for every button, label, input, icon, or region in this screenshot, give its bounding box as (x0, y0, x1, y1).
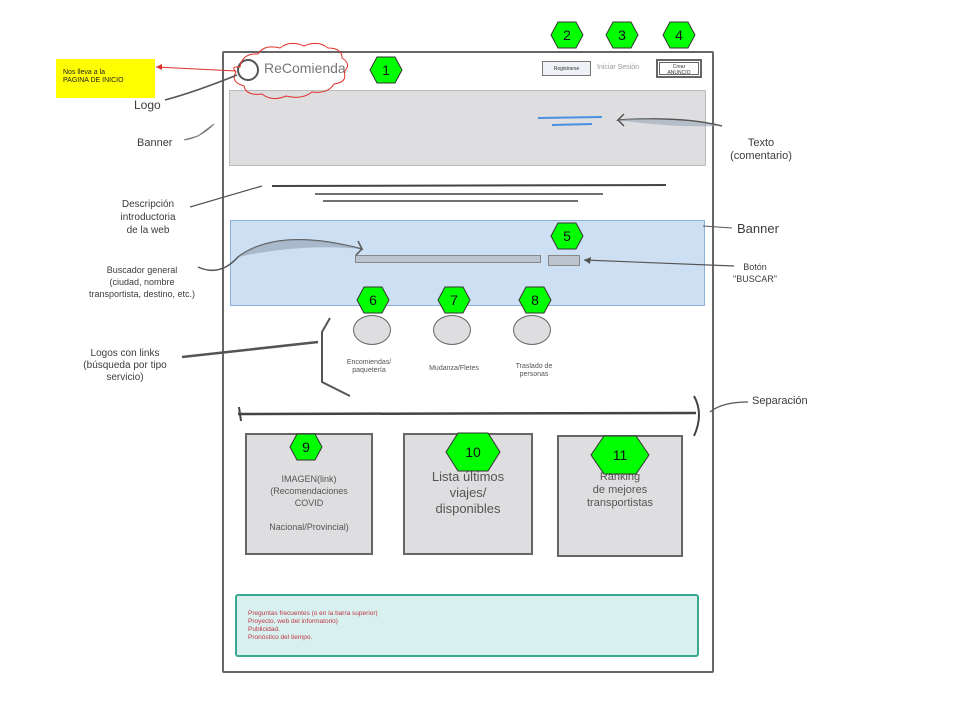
badge-number: 5 (563, 228, 571, 244)
annotation-line: de la web (126, 225, 170, 236)
annotation-line: Botón (743, 262, 767, 272)
card-line: viajes/ (449, 485, 487, 500)
badge-5: 5 (550, 222, 584, 250)
footer: Preguntas frecuentes (o en la barra supe… (235, 594, 699, 657)
recent-trips-card[interactable]: Lista últimos viajes/ disponibles (403, 433, 533, 555)
create-ad-button[interactable]: Crear ANUNCIO (656, 59, 702, 78)
note-line: PAGINA DE INICIO (63, 77, 124, 84)
annotation-line: transportista, destino, etc.) (88, 289, 196, 299)
annotation-search-button: Botón "BUSCAR" (720, 261, 790, 285)
search-button[interactable] (548, 255, 580, 266)
service-parcels-label-line: paquetería (352, 367, 386, 374)
login-link[interactable]: Iniciar Sesión (597, 64, 640, 71)
annotation-description: Descripción introductoria de la web (106, 198, 190, 237)
annotation-line: (búsqueda por tipo (83, 360, 167, 371)
badge-number: 2 (563, 27, 571, 43)
register-label: Registrarse (553, 66, 580, 72)
badge-8: 8 (518, 286, 552, 314)
badge-number: 9 (302, 439, 310, 455)
card-line: Lista últimos (431, 469, 505, 484)
arrow-head (156, 64, 162, 70)
home-link-note: Nos lleva a la PAGINA DE INICIO (56, 59, 155, 98)
service-people-logo[interactable] (513, 315, 551, 345)
card-line: disponibles (435, 501, 501, 516)
search-input[interactable] (355, 255, 541, 263)
service-people-label-line: personas (519, 371, 549, 378)
card-line: IMAGEN(link) (281, 474, 337, 484)
annotation-separation: Separación (752, 395, 808, 407)
annotation-line: Descripción (121, 199, 175, 210)
card-line: (Recomendaciones (270, 486, 348, 496)
badge-number: 11 (612, 447, 628, 463)
badge-number: 4 (675, 27, 683, 43)
register-button[interactable]: Registrarse (542, 61, 591, 76)
badge-number: 8 (531, 292, 539, 308)
banner-pointer (183, 123, 215, 141)
badge-3: 3 (605, 21, 639, 49)
card-line: COVID (294, 498, 324, 508)
badge-10: 10 (445, 432, 501, 472)
annotation-line: (comentario) (730, 150, 792, 162)
logo-circle[interactable] (237, 59, 259, 81)
badge-1: 1 (369, 56, 403, 84)
badge-number: 3 (618, 27, 626, 43)
card-line: transportistas (586, 497, 654, 509)
badge-number: 1 (382, 62, 390, 78)
annotation-line: "BUSCAR" (733, 274, 777, 284)
badge-number: 7 (450, 292, 458, 308)
card-line: de mejores (592, 484, 648, 496)
annotation-banner-top: Banner (137, 137, 173, 149)
annotation-banner-right: Banner (737, 221, 779, 236)
brand-name[interactable]: ReComienda (264, 60, 346, 76)
card-line (247, 509, 371, 521)
badge-6: 6 (356, 286, 390, 314)
annotation-line: Logos con links (90, 348, 160, 359)
annotation-search: Buscador general (ciudad, nombre transpo… (70, 264, 214, 300)
badge-2: 2 (550, 21, 584, 49)
annotation-line: servicio) (106, 372, 144, 383)
annotation-line: (ciudad, nombre (109, 277, 175, 287)
annotation-text-comment: Texto (comentario) (722, 137, 800, 163)
badge-9: 9 (289, 433, 323, 461)
service-moving-logo[interactable] (433, 315, 471, 345)
footer-weather-link[interactable]: Pronóstico del tiempo. (248, 634, 313, 641)
annotation-logo: Logo (134, 98, 161, 112)
service-parcels-label: Encomiendas/ paquetería (329, 359, 409, 375)
footer-project-link[interactable]: Proyecto, web del informatorio) (248, 618, 338, 625)
badge-4: 4 (662, 21, 696, 49)
badge-number: 10 (465, 444, 481, 460)
badge-11: 11 (590, 435, 650, 475)
annotation-service-logos: Logos con links (búsqueda por tipo servi… (70, 348, 180, 384)
separation-pointer (709, 401, 749, 413)
top-banner (229, 90, 706, 166)
annotation-line: introductoria (120, 212, 176, 223)
service-people-label: Traslado de personas (494, 363, 574, 379)
service-parcels-logo[interactable] (353, 315, 391, 345)
create-ad-label-1: Crear (672, 64, 686, 70)
annotation-line: Buscador general (106, 265, 178, 275)
card-line: Nacional/Provincial) (269, 522, 349, 532)
note-line: Nos lleva a la (63, 69, 106, 76)
service-people-label-line: Traslado de (515, 363, 553, 370)
footer-ads-link[interactable]: Publicidad. (248, 626, 280, 633)
service-moving-label: Mudanza/Fletes (429, 365, 479, 372)
footer-faq-link[interactable]: Preguntas frecuentes (o en la barra supe… (248, 610, 378, 617)
badge-7: 7 (437, 286, 471, 314)
service-parcels-label-line: Encomiendas/ (346, 359, 392, 366)
badge-number: 6 (369, 292, 377, 308)
annotation-line: Texto (747, 137, 775, 149)
create-ad-label-2: ANUNCIO (667, 70, 691, 76)
